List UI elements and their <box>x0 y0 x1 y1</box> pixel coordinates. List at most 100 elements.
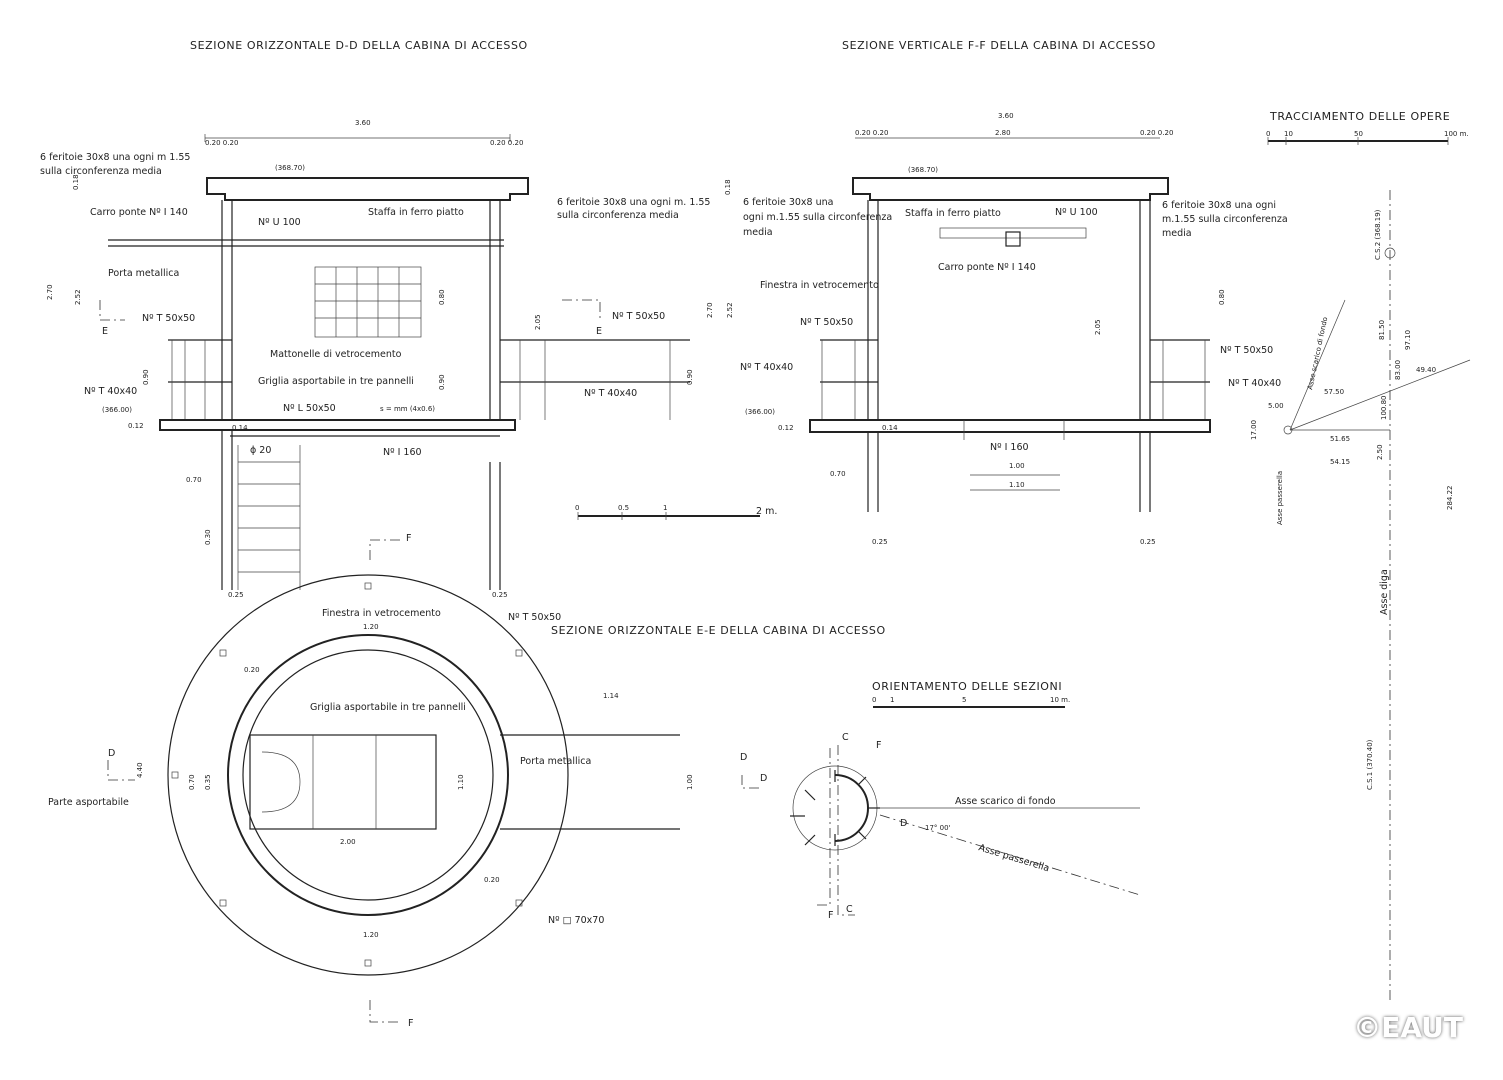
orient-f-top: F <box>876 740 881 751</box>
ff-t5050-right: Nº T 50x50 <box>1220 345 1273 356</box>
ff-feritoie-right-2: m.1.55 sulla circonferenza <box>1162 214 1288 225</box>
ee-dim-114: 1.14 <box>603 692 619 700</box>
dd-dim-030: 0.30 <box>204 529 212 545</box>
ff-feritoie-right-1: 6 feritoie 30x8 una ogni <box>1162 200 1276 211</box>
dd-t5050-left: Nº T 50x50 <box>142 313 195 324</box>
ff-dim-090: 0.90 <box>686 369 694 385</box>
trac-asse-scarico: Asse scarico di fondo <box>1306 316 1329 390</box>
orient-f-bot: F <box>828 910 833 921</box>
dd-dim-205: 2.05 <box>534 314 542 330</box>
trac-dim-250: 2.50 <box>1376 444 1384 460</box>
ff-t4040-right: Nº T 40x40 <box>1228 378 1281 389</box>
ff-finestra: Finestra in vetrocemento <box>760 280 879 291</box>
trac-dim-9710: 97.10 <box>1404 330 1412 350</box>
orient-scale-10: 10 m. <box>1050 696 1070 704</box>
ee-dim-440: 4.40 <box>136 762 144 778</box>
orient-c-top: C <box>842 732 849 743</box>
dd-i160: Nº I 160 <box>383 447 422 458</box>
ff-dim-205: 2.05 <box>1094 319 1102 335</box>
ff-feritoie-left-2: ogni m.1.55 sulla circonferenza <box>743 212 892 223</box>
ff-dim-018: 0.18 <box>724 179 732 195</box>
dd-t4040-right: Nº T 40x40 <box>584 388 637 399</box>
ff-t5050-left: Nº T 50x50 <box>800 317 853 328</box>
trac-scale-50: 50 <box>1354 130 1363 138</box>
trac-scale-10: 10 <box>1284 130 1293 138</box>
orient-scale-0: 0 <box>872 696 876 704</box>
dd-elev-top: (368.70) <box>275 164 305 172</box>
dd-dim-top: 3.60 <box>355 119 371 127</box>
trac-dim-28422: 284.22 <box>1446 486 1454 511</box>
orient-scale-5: 5 <box>962 696 966 704</box>
dd-feritoie-left-2: sulla circonferenza media <box>40 166 162 177</box>
ff-dim-inner: 2.80 <box>995 129 1011 137</box>
orientamento-drawing <box>741 706 1141 916</box>
dd-dim-025-right: 0.25 <box>492 591 508 599</box>
ff-dim-020-right: 0.20 0.20 <box>1140 129 1173 137</box>
trac-cs1: C.S.1 (370.40) <box>1366 739 1374 790</box>
section-ff-drawing <box>809 137 1211 512</box>
dd-cut-f-line <box>369 539 400 560</box>
scale1-1: 1 <box>663 504 667 512</box>
ee-dim-100: 1.00 <box>686 774 694 790</box>
scale1-2m: 2 m. <box>756 506 777 517</box>
dd-phi20: ϕ 20 <box>250 445 271 456</box>
dd-feritoie-right-2: sulla circonferenza media <box>557 210 679 221</box>
ff-dim-110: 1.10 <box>1009 481 1025 489</box>
ff-dim-100: 1.00 <box>1009 462 1025 470</box>
orient-scale-1: 1 <box>890 696 894 704</box>
tracciamento-drawing <box>1267 137 1471 1000</box>
dd-dim-070: 0.70 <box>186 476 202 484</box>
dd-porta: Porta metallica <box>108 268 179 279</box>
dd-dim-080: 0.80 <box>438 289 446 305</box>
trac-asse-passerella: Asse passerella <box>1276 471 1284 525</box>
orient-angle: 17° 00' <box>925 824 951 832</box>
ff-dim-top: 3.60 <box>998 112 1014 120</box>
trac-scale-100: 100 m. <box>1444 130 1469 138</box>
dd-dim-090-left: 0.90 <box>142 369 150 385</box>
ee-parte: Parte asportabile <box>48 797 129 808</box>
ee-dim-020-top: 0.20 <box>244 666 260 674</box>
ff-dim-025-right: 0.25 <box>1140 538 1156 546</box>
dd-t5050-right: Nº T 50x50 <box>612 311 665 322</box>
dd-dim-020-right: 0.20 0.20 <box>490 139 523 147</box>
ff-dim-025-left: 0.25 <box>872 538 888 546</box>
ff-dim-080: 0.80 <box>1218 289 1226 305</box>
ff-t4040-left: Nº T 40x40 <box>740 362 793 373</box>
ee-dim-070: 0.70 <box>188 774 196 790</box>
ee-dim-120-bottom: 1.20 <box>363 931 379 939</box>
orient-passerella: Asse passerella <box>977 842 1051 874</box>
dd-u100: Nº U 100 <box>258 217 301 228</box>
orient-d-mid: D <box>760 773 767 784</box>
trac-cs2: C.S.2 (368.19) <box>1374 209 1382 260</box>
ff-elev-top: (368.70) <box>908 166 938 174</box>
ff-feritoie-right-3: media <box>1162 228 1192 239</box>
dd-dim-025-left: 0.25 <box>228 591 244 599</box>
orient-scarico: Asse scarico di fondo <box>955 796 1056 807</box>
dd-elev-366: (366.00) <box>102 406 132 414</box>
trac-dim-8300: 83.00 <box>1394 360 1402 380</box>
trac-dim-5165: 51.65 <box>1330 435 1350 443</box>
ff-dim-014: 0.14 <box>882 424 898 432</box>
trac-dim-500: 5.00 <box>1268 402 1284 410</box>
ff-dim-070: 0.70 <box>830 470 846 478</box>
ff-dim-012: 0.12 <box>778 424 794 432</box>
dd-feritoie-right-1: 6 feritoie 30x8 una ogni m. 1.55 <box>557 197 710 208</box>
dd-dim-020-left: 0.20 0.20 <box>205 139 238 147</box>
trac-dim-5415: 54.15 <box>1330 458 1350 466</box>
trac-dim-10080: 100.80 <box>1380 396 1388 421</box>
ff-carro-ponte: Carro ponte Nº I 140 <box>938 262 1036 273</box>
ff-dim-252: 2.52 <box>726 302 734 318</box>
orient-c-bot: C <box>846 904 853 915</box>
dd-cut-e-right: E <box>596 326 602 337</box>
ee-cut-d: D <box>108 748 115 759</box>
ff-staffa: Staffa in ferro piatto <box>905 208 1001 219</box>
ee-porta: Porta metallica <box>520 756 591 767</box>
orient-d-top: D <box>740 752 747 763</box>
ff-dim-020-left: 0.20 0.20 <box>855 129 888 137</box>
ee-dim-110: 1.10 <box>457 774 465 790</box>
ee-dim-120-top: 1.20 <box>363 623 379 631</box>
ee-q7070: Nº □ 70x70 <box>548 915 604 926</box>
ff-feritoie-left-1: 6 feritoie 30x8 una <box>743 197 833 208</box>
dd-cut-e-left: E <box>102 326 108 337</box>
